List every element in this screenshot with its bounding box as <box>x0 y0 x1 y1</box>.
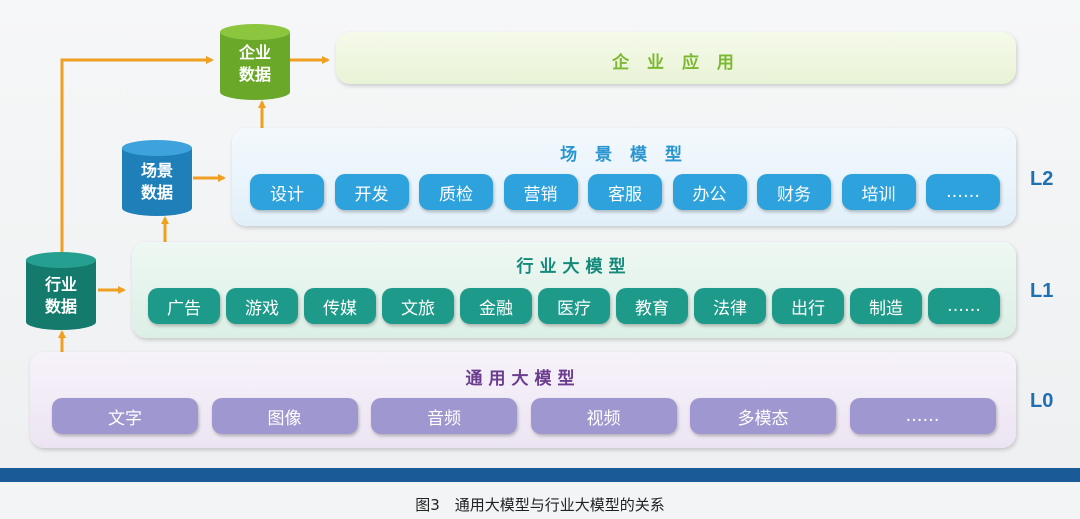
industry-model-item: …… <box>928 288 1000 324</box>
industry-model-item: 法律 <box>694 288 766 324</box>
scene-model-item: 设计 <box>250 174 324 210</box>
enterprise-app-title: 企 业 应 用 <box>612 53 740 73</box>
scene-model-item: 营销 <box>503 174 578 210</box>
scene-model-title: 场 景 模 型 <box>560 145 688 165</box>
industry-data-label-2: 数据 <box>44 297 77 316</box>
industry-model-item: 出行 <box>772 288 844 324</box>
industry-model-item: 广告 <box>148 288 220 324</box>
scene-model-item: 培训 <box>841 174 916 210</box>
general-model-item: 图像 <box>211 398 358 434</box>
level-l0: L0 <box>1030 390 1054 412</box>
industry-data-label-1: 行业 <box>44 275 77 294</box>
level-l1: L1 <box>1030 280 1054 302</box>
scene-model-item: …… <box>926 174 1000 210</box>
scene-model-item: 质检 <box>419 174 493 210</box>
bottom-bar <box>0 468 1080 482</box>
database-icon <box>122 140 192 216</box>
general-model-item: …… <box>849 398 996 434</box>
scene-model-item: 办公 <box>672 174 747 210</box>
scene-data-label-2: 数据 <box>140 183 173 202</box>
scene-model-panel: 场 景 模 型 设计开发质检营销客服办公财务培训 …… <box>232 128 1016 226</box>
scene-model-item: 开发 <box>334 174 409 210</box>
general-model-item: 多模态 <box>690 398 836 434</box>
industry-model-item: 传媒 <box>304 288 376 324</box>
scene-model-item: 财务 <box>757 174 831 210</box>
level-l2: L2 <box>1030 168 1054 190</box>
general-model-item: 音频 <box>371 398 517 434</box>
industry-model-item: 医疗 <box>538 288 610 324</box>
enterprise-data-cylinder: 企业 数据 <box>220 24 290 100</box>
general-model-title: 通用大模型 <box>465 369 581 389</box>
industry-model-item: 教育 <box>616 288 688 324</box>
industry-model-item: 金融 <box>460 288 532 324</box>
general-model-item: 文字 <box>52 398 198 434</box>
enterprise-data-label-1: 企业 <box>238 43 271 62</box>
diagram-stage: 企 业 应 用 场 景 模 型 设计开发质检营销客服办公财务培训 …… L2 行业… <box>0 0 1080 468</box>
industry-model-panel: 行业大模型 广告游戏传媒文旅金融医疗教育法律出行制造…… <box>132 242 1016 338</box>
enterprise-app-panel: 企 业 应 用 <box>336 32 1016 84</box>
figure-caption: 图3 通用大模型与行业大模型的关系 <box>415 496 665 514</box>
general-model-item: 视频 <box>530 398 677 434</box>
enterprise-data-label-2: 数据 <box>238 65 271 84</box>
scene-model-item: 客服 <box>588 174 662 210</box>
database-icon <box>26 252 96 330</box>
industry-model-item: 游戏 <box>226 288 298 324</box>
industry-model-item: 文旅 <box>382 288 454 324</box>
scene-data-label-1: 场景 <box>140 161 173 180</box>
industry-data-cylinder: 行业 数据 <box>26 252 96 330</box>
flow-arrows <box>58 56 330 352</box>
industry-model-title: 行业大模型 <box>516 257 632 277</box>
scene-data-cylinder: 场景 数据 <box>122 140 192 216</box>
database-icon <box>220 24 290 100</box>
industry-model-item: 制造 <box>850 288 922 324</box>
general-model-panel: 通用大模型 文字图像音频视频多模态 …… <box>30 352 1016 448</box>
arrow-industry-to-enterprise <box>60 56 214 252</box>
